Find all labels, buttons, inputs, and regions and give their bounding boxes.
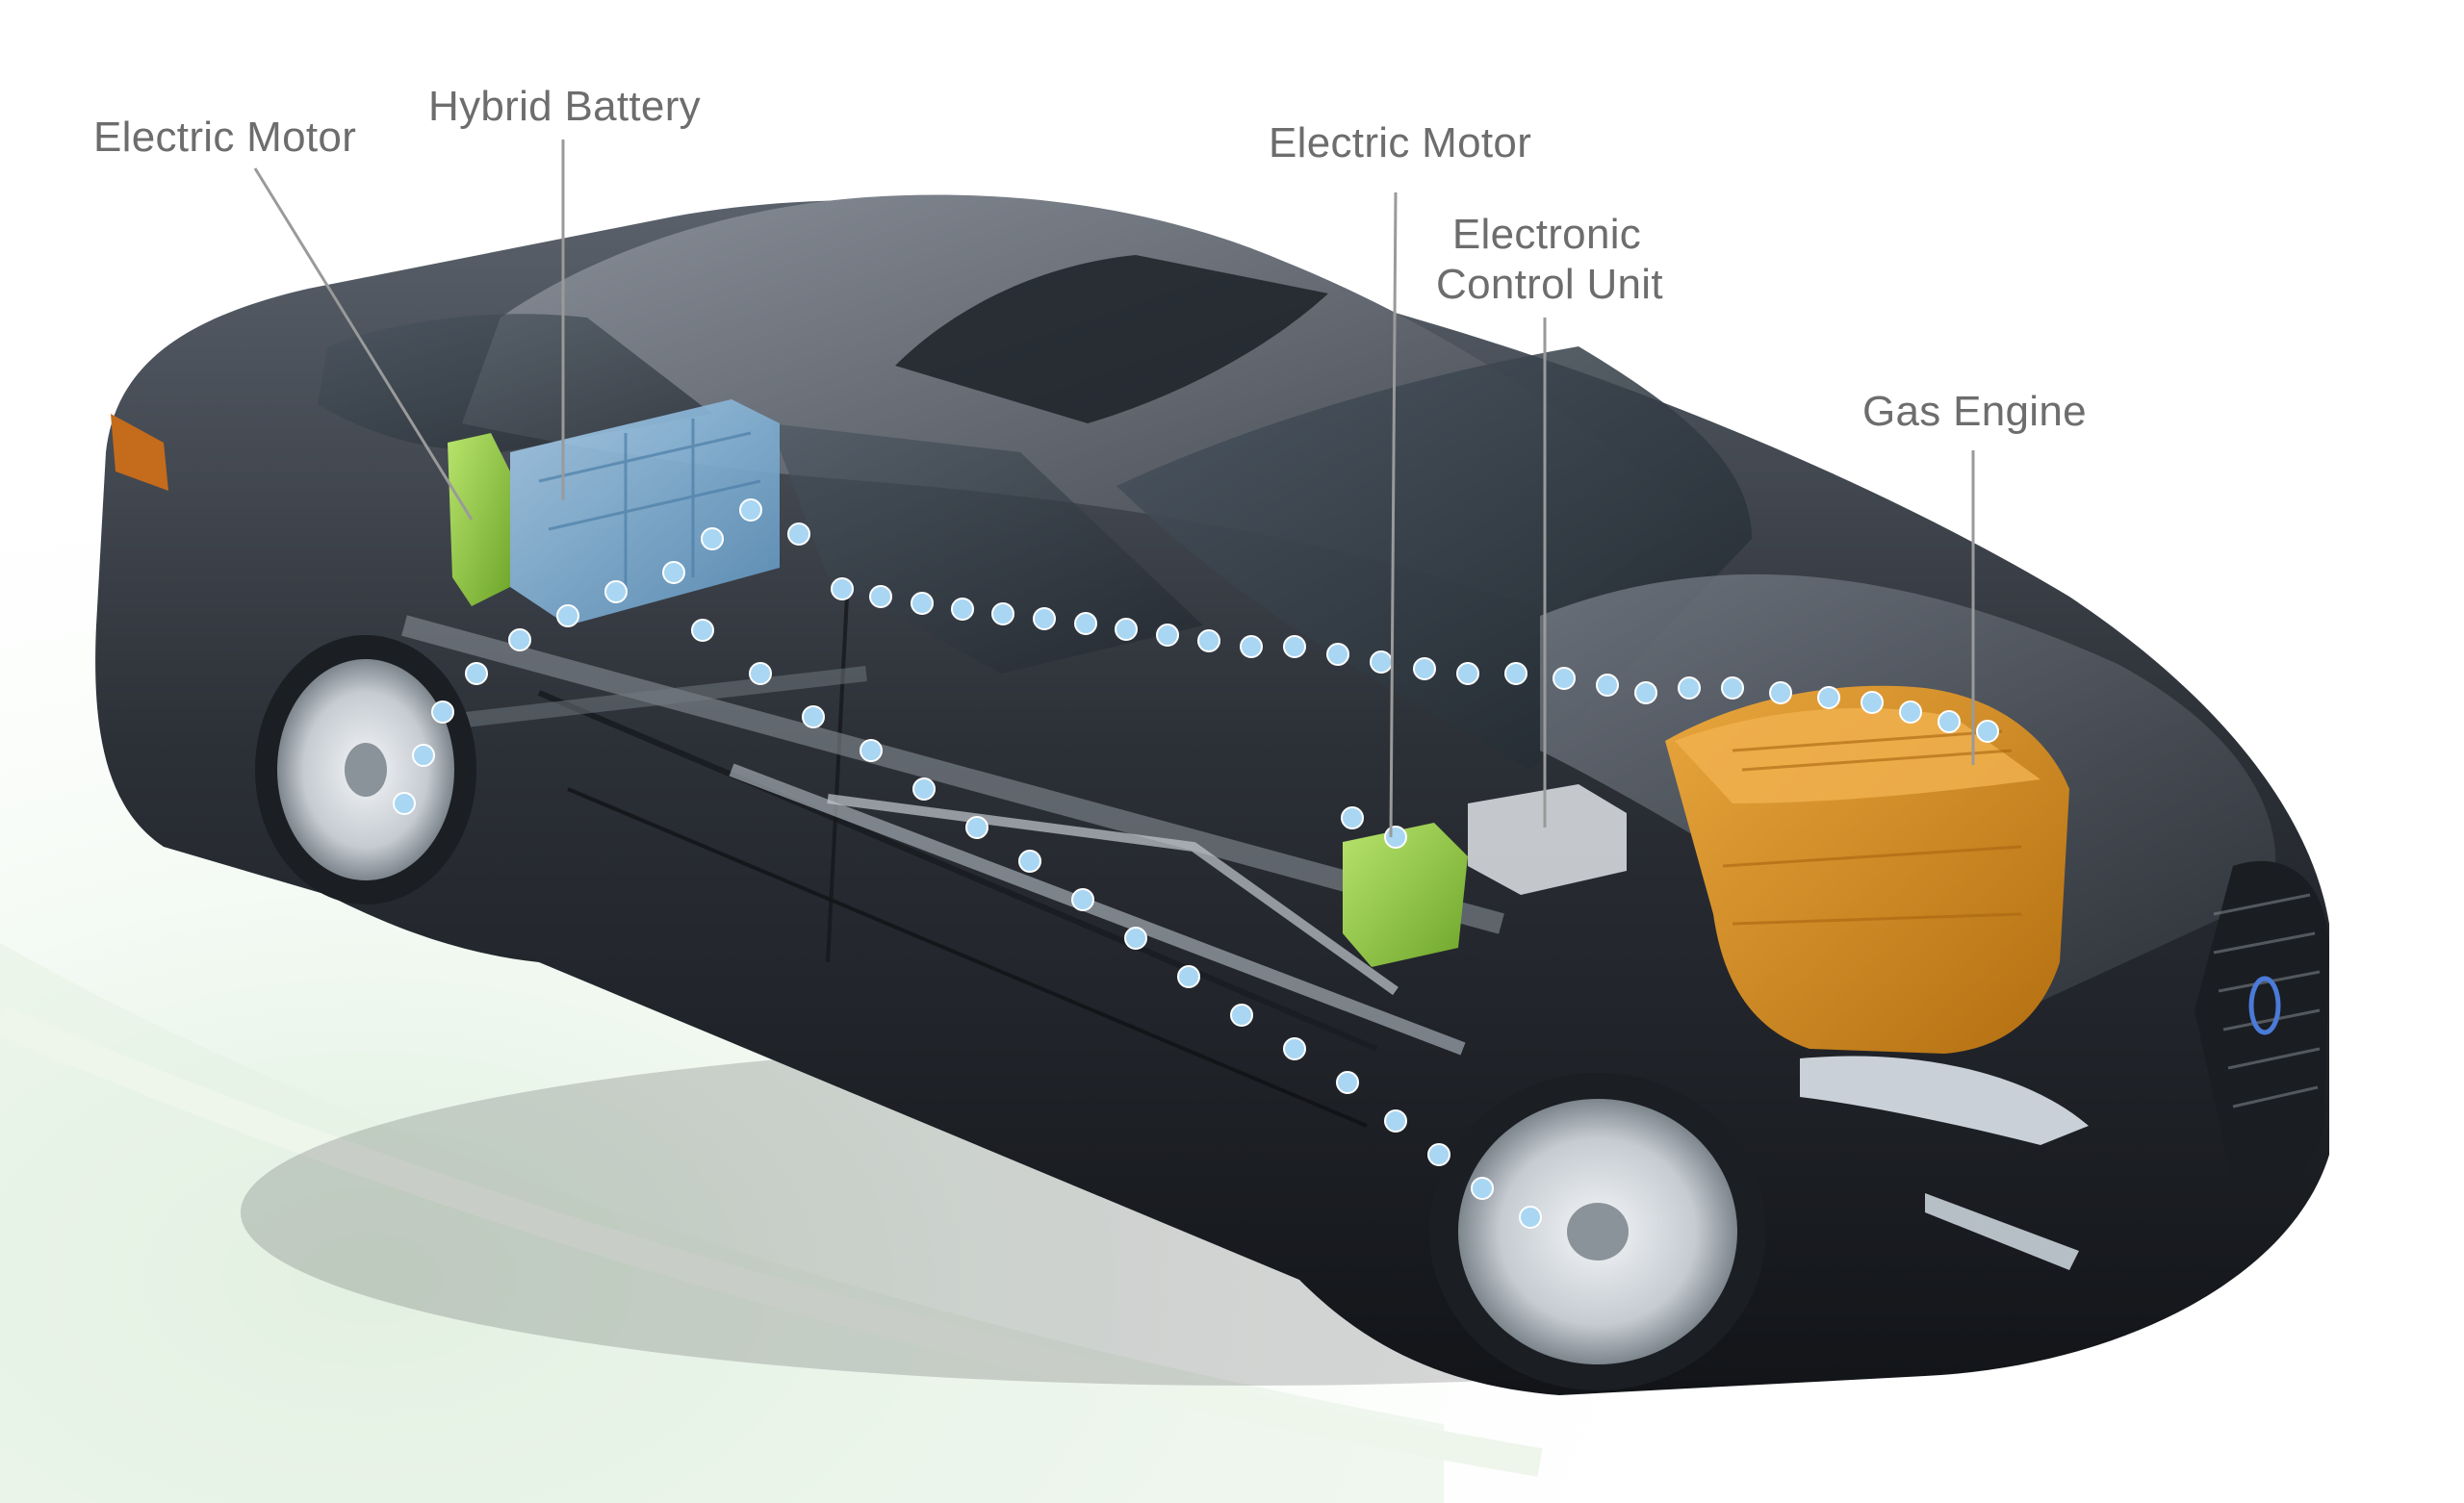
- label-electronic-control-unit: Electronic Control Unit: [1436, 210, 1657, 310]
- front-wheel: [1429, 1073, 1766, 1390]
- label-hybrid-battery: Hybrid Battery: [428, 82, 701, 132]
- rear-electric-motor-component: [448, 433, 510, 606]
- label-electric-motor-front: Electric Motor: [1269, 118, 1531, 168]
- rear-wheel: [255, 635, 476, 904]
- label-electric-motor-rear: Electric Motor: [93, 113, 356, 163]
- label-ecu-line1: Electronic: [1436, 210, 1657, 260]
- label-ecu-line2: Control Unit: [1436, 260, 1657, 310]
- front-electric-motor-component: [1343, 823, 1468, 967]
- label-gas-engine: Gas Engine: [1862, 387, 2087, 437]
